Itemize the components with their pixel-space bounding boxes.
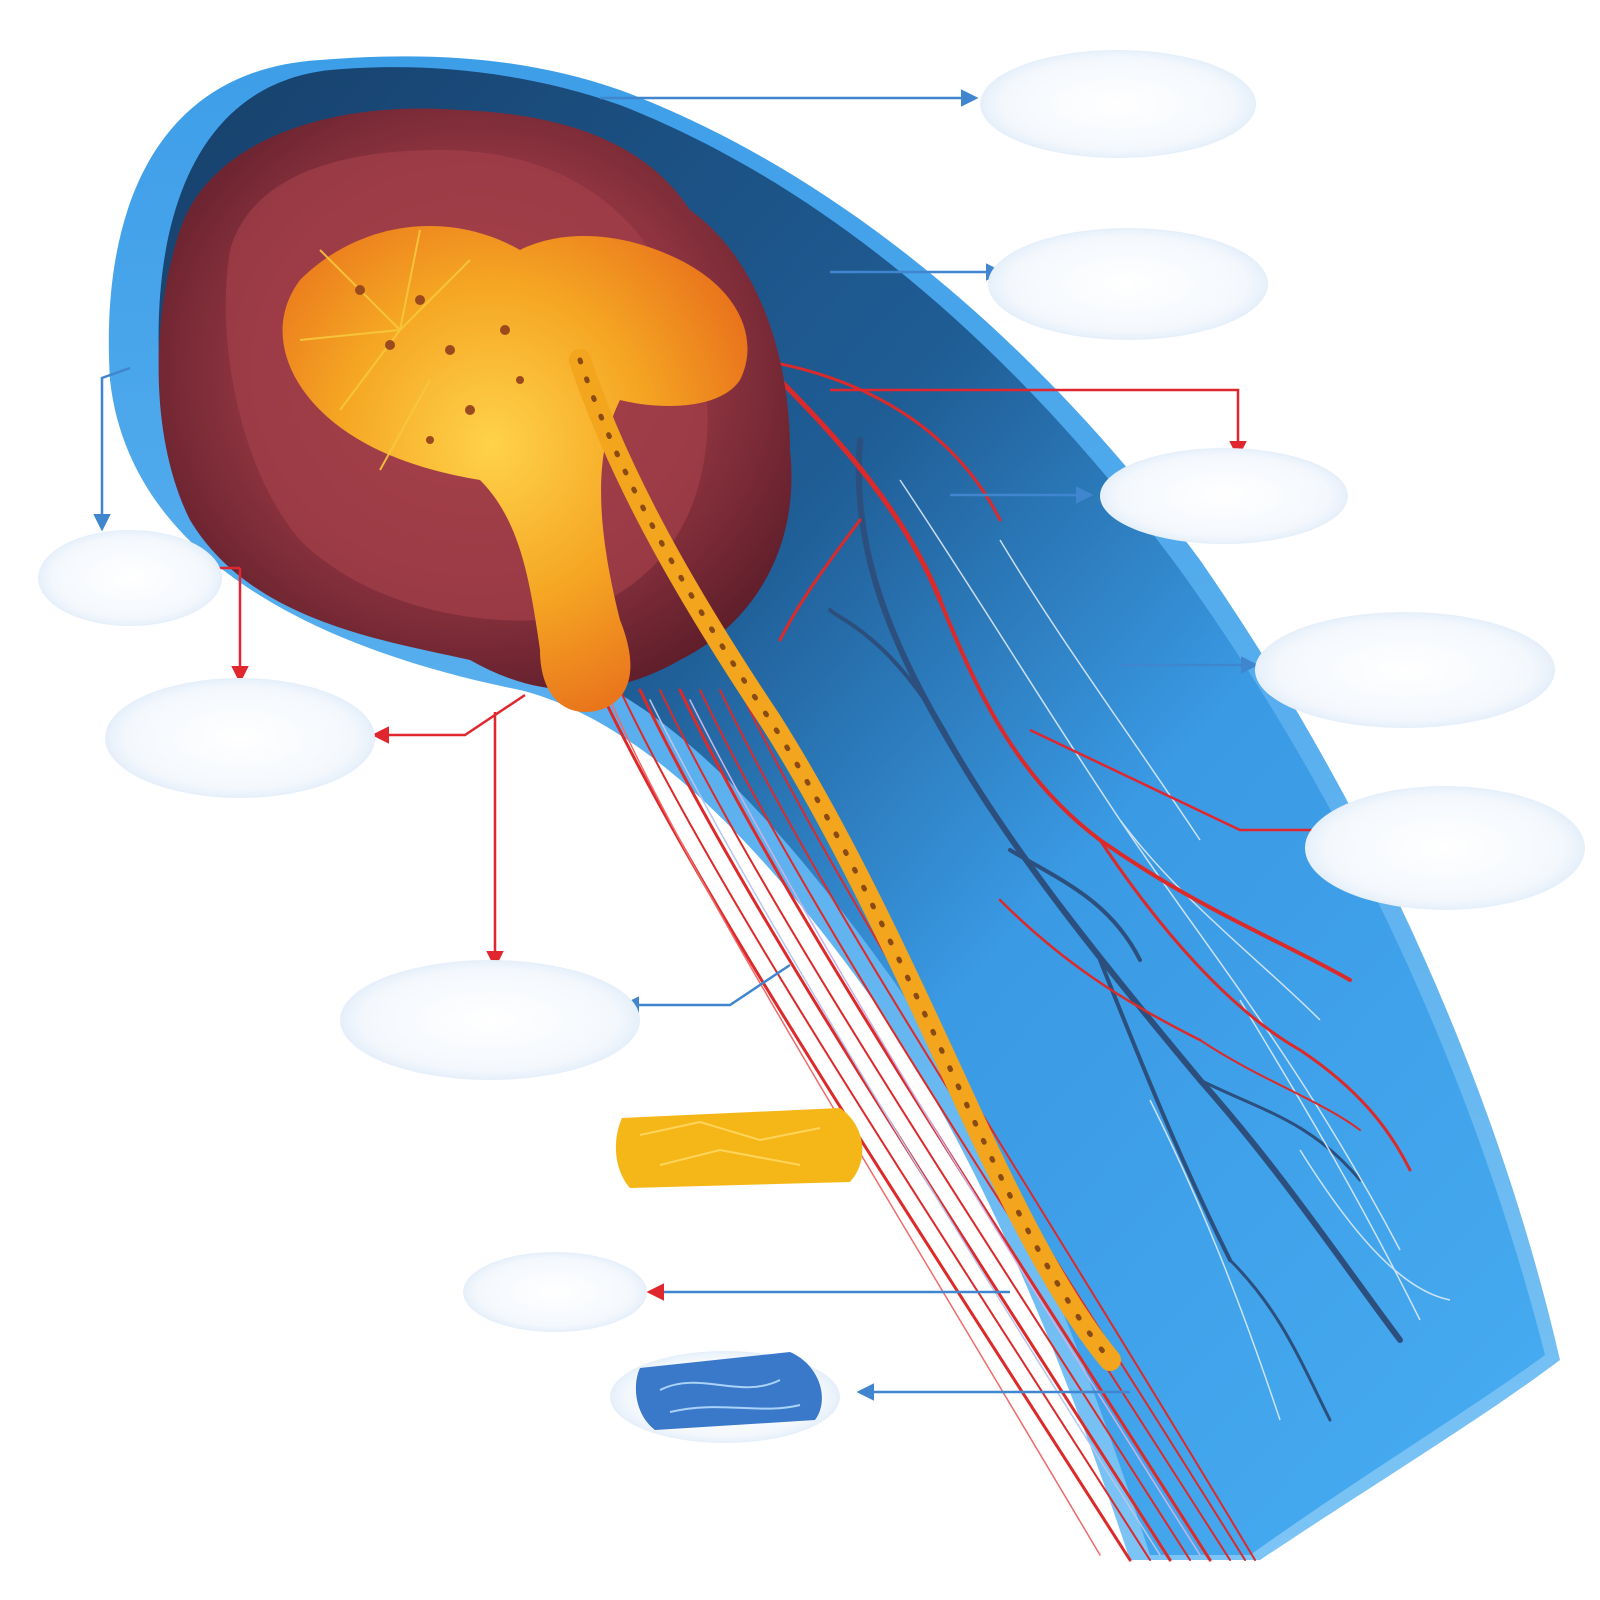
arrow-red-heading [830, 388, 1247, 459]
arrow-left-red-2 [371, 693, 526, 744]
yellow-tissue-swatch-icon [615, 1108, 863, 1188]
arrow-left-top [93, 366, 131, 532]
nerve-branches [899, 479, 1451, 1421]
blue-tissue-swatch-icon [610, 1351, 840, 1443]
gland [282, 226, 748, 712]
callout-mid-right [1100, 448, 1348, 544]
callout-bottom-1 [463, 1252, 647, 1332]
muscle-fiber-bundle [598, 688, 1256, 1562]
callout-lower-left [340, 960, 640, 1080]
nerve-trunk [569, 349, 1121, 1371]
callout-left-1 [38, 530, 222, 626]
callout-right-1 [1255, 612, 1555, 728]
arrow-right-2 [1029, 728, 1344, 839]
callout-top-2 [988, 228, 1268, 340]
arrow-lower-left [621, 963, 791, 1014]
callout-top-1 [980, 50, 1256, 158]
callout-left-2 [105, 678, 375, 798]
connector-lines [93, 89, 1344, 1401]
callout-right-2 [1305, 786, 1585, 910]
vein-network [828, 437, 1403, 1422]
